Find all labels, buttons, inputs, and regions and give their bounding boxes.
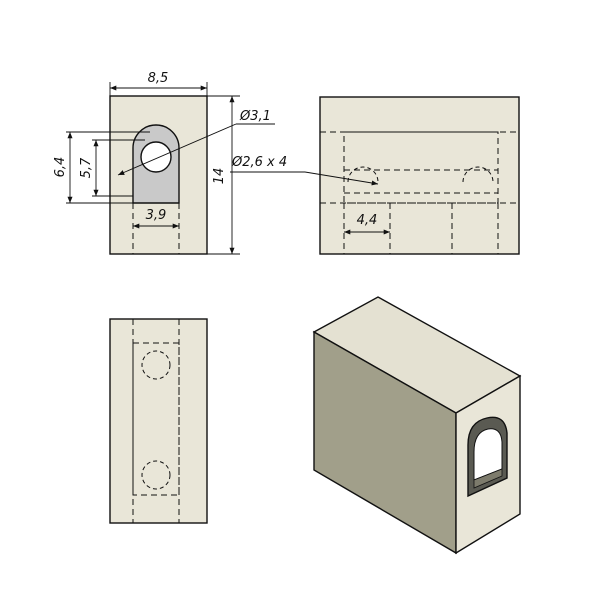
- leader-line: [117, 123, 237, 176]
- front-view: 8,5 14 6,4 5,7 3,9 Ø3,1: [53, 71, 275, 255]
- hidden-hole-arc: [347, 166, 379, 183]
- top-view: [109, 318, 208, 524]
- dim-slot-width-label: 3,9: [146, 208, 167, 223]
- top-view-outline: [109, 318, 208, 524]
- dim-side-holes-label: Ø2,6 x 4: [231, 155, 287, 170]
- side-view: 4,4 Ø2,6 x 4: [230, 96, 520, 255]
- hidden-hole: [141, 460, 171, 490]
- hidden-hole: [141, 350, 171, 380]
- dim-hole-dia-label: Ø3,1: [239, 109, 271, 124]
- hole-circle: [140, 141, 172, 173]
- iso-slot-floor: [473, 468, 503, 489]
- dim-hole-offset-label: 4,4: [357, 213, 378, 228]
- dim-slot-inner-label: 5,7: [79, 157, 94, 178]
- hidden-rect: [132, 342, 180, 496]
- side-view-outline: [319, 96, 520, 255]
- dim-height-label: 14: [212, 168, 227, 185]
- dim-width-label: 8,5: [148, 71, 169, 86]
- leader-line: [304, 171, 379, 186]
- iso-slot-inner: [473, 428, 503, 481]
- hidden-hole-arc: [462, 166, 494, 183]
- dim-slot-outer-label: 6,4: [53, 157, 68, 178]
- hidden-rect: [343, 131, 499, 204]
- isometric-view: [312, 296, 522, 555]
